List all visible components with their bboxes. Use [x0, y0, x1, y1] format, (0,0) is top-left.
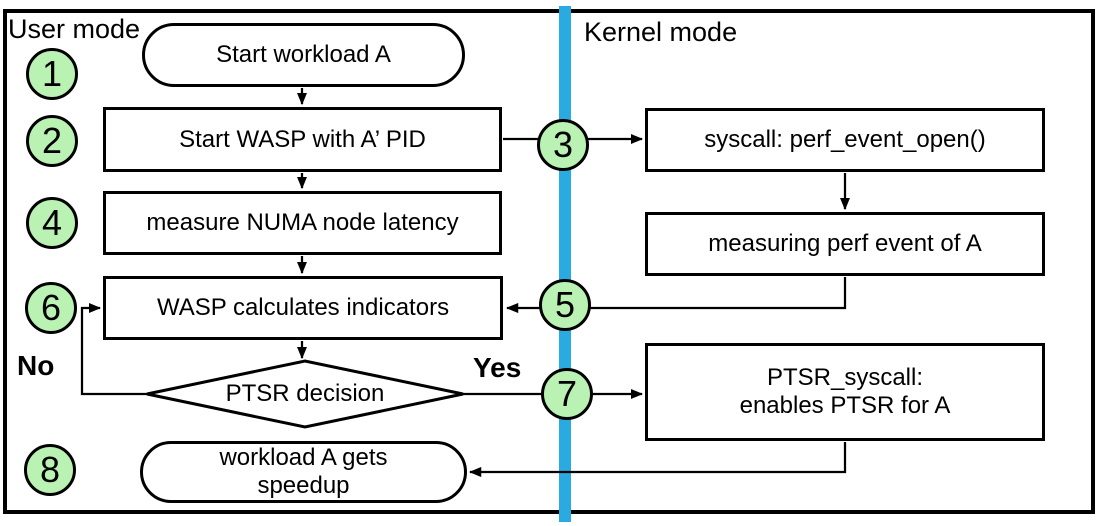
user-mode-label: User mode — [8, 14, 141, 44]
node-workload-speedup-line2: speedup — [257, 472, 350, 499]
node-measure-numa-label: measure NUMA node latency — [146, 209, 459, 237]
yes-branch-label: Yes — [473, 352, 522, 383]
step-circle-3: 3 — [537, 119, 589, 171]
kernel-mode-label: Kernel mode — [584, 17, 738, 47]
node-workload-speedup-label: workload A gets speedup — [219, 444, 387, 499]
node-ptsr-syscall-line2: enables PTSR for A — [739, 392, 951, 419]
ptsr-decision-diamond — [146, 359, 464, 429]
node-measuring-perf-label: measuring perf event of A — [708, 230, 982, 258]
connector-step5-feedback — [505, 277, 847, 314]
step-circle-4: 4 — [26, 197, 78, 249]
diagram-border — [3, 9, 1095, 514]
node-start-workload: Start workload A — [142, 23, 465, 87]
step-circle-5: 5 — [539, 279, 591, 331]
node-wasp-indicators: WASP calculates indicators — [103, 276, 503, 340]
node-start-wasp: Start WASP with A’ PID — [103, 107, 502, 172]
node-ptsr-syscall: PTSR_syscall: enables PTSR for A — [645, 343, 1045, 441]
step-circle-7: 7 — [541, 368, 593, 420]
connector-ptsr-to-speedup — [468, 442, 847, 478]
node-measuring-perf: measuring perf event of A — [645, 212, 1045, 276]
step-circle-2: 2 — [26, 115, 78, 167]
node-workload-speedup-line1: workload A gets — [219, 444, 388, 472]
node-ptsr-syscall-label: PTSR_syscall: enables PTSR for A — [740, 364, 951, 419]
node-syscall-open: syscall: perf_event_open() — [645, 108, 1045, 172]
node-start-workload-label: Start workload A — [216, 41, 391, 69]
no-branch-label: No — [17, 350, 55, 381]
step-circle-6: 6 — [25, 282, 77, 334]
node-wasp-indicators-label: WASP calculates indicators — [156, 294, 450, 322]
node-workload-speedup: workload A gets speedup — [140, 441, 467, 503]
node-ptsr-syscall-line1: PTSR_syscall: — [766, 364, 924, 392]
node-syscall-open-label: syscall: perf_event_open() — [704, 126, 986, 154]
node-measure-numa: measure NUMA node latency — [103, 191, 502, 255]
step-circle-1: 1 — [26, 48, 78, 100]
connector-no-loop — [80, 302, 147, 396]
node-ptsr-decision-label: PTSR decision — [225, 380, 385, 408]
node-start-wasp-label: Start WASP with A’ PID — [179, 125, 426, 153]
step-circle-8: 8 — [24, 444, 76, 496]
node-ptsr-decision: PTSR decision — [147, 361, 463, 427]
